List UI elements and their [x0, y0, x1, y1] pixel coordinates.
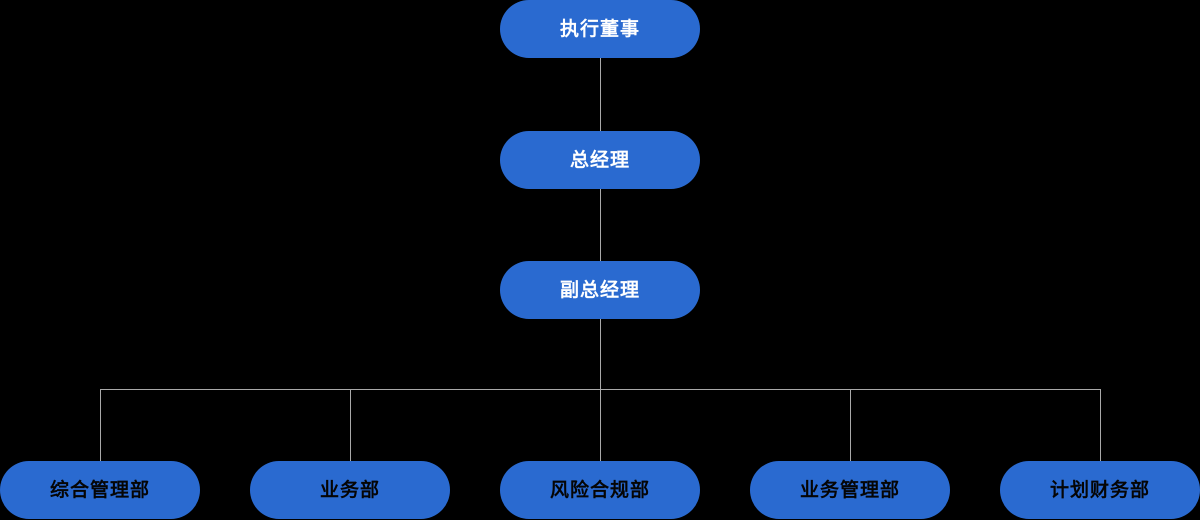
connector-drop-dept-1: [100, 389, 101, 461]
node-label-department-general-administration: 综合管理部: [49, 479, 150, 501]
node-department-planning-finance[interactable]: 计划财务部: [1000, 461, 1200, 519]
connector-drop-dept-4: [850, 389, 851, 461]
node-label-department-business-management: 业务管理部: [799, 479, 900, 501]
connector-executive-to-gm: [600, 58, 601, 131]
node-general-manager[interactable]: 总经理: [500, 131, 700, 189]
connector-drop-dept-5: [1100, 389, 1101, 461]
connector-drop-dept-3: [600, 389, 601, 461]
node-deputy-general-manager[interactable]: 副总经理: [500, 261, 700, 319]
node-label-deputy-general-manager: 副总经理: [559, 279, 640, 301]
connector-drop-dept-2: [350, 389, 351, 461]
node-executive-director[interactable]: 执行董事: [500, 0, 700, 58]
connector-gm-to-deputy: [600, 189, 601, 261]
node-label-executive-director: 执行董事: [559, 18, 640, 40]
node-label-general-manager: 总经理: [569, 149, 630, 171]
connector-deputy-to-bus: [600, 319, 601, 390]
node-label-department-planning-finance: 计划财务部: [1049, 479, 1150, 501]
node-label-department-risk-compliance: 风险合规部: [549, 479, 650, 501]
node-department-general-administration[interactable]: 综合管理部: [0, 461, 200, 519]
node-department-risk-compliance[interactable]: 风险合规部: [500, 461, 700, 519]
node-department-business[interactable]: 业务部: [250, 461, 450, 519]
node-department-business-management[interactable]: 业务管理部: [750, 461, 950, 519]
node-label-department-business: 业务部: [319, 479, 380, 501]
